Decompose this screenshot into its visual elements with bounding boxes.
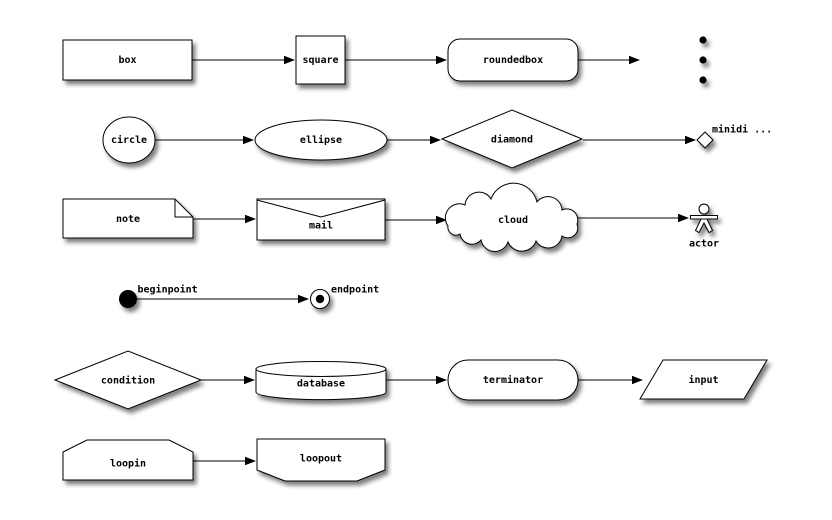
node-square: square — [295, 35, 346, 85]
node-circle: circle — [102, 116, 156, 164]
node-database: database — [255, 361, 387, 401]
node-mail-label: mail — [309, 220, 333, 232]
edge-note-mail — [193, 214, 256, 224]
node-box-label: box — [118, 55, 136, 66]
node-dots — [699, 36, 707, 84]
edge-square-roundedbox — [345, 55, 447, 65]
node-loopout: loopout — [256, 438, 386, 482]
node-endpoint-label: endpoint — [331, 284, 379, 296]
node-terminator: terminator — [447, 359, 579, 401]
edge-box-square — [192, 55, 295, 65]
edge-loopin-loopout — [193, 456, 256, 466]
edge-terminator-input — [578, 375, 643, 385]
edge-circle-ellipse — [155, 135, 254, 145]
edge-ellipse-diamond — [387, 135, 441, 145]
node-roundedbox-label: roundedbox — [483, 55, 543, 66]
node-note-label: note — [116, 214, 140, 225]
node-loopout-label: loopout — [300, 454, 342, 465]
node-database-label: database — [297, 379, 345, 390]
node-roundedbox: roundedbox — [447, 38, 579, 82]
node-input-label: input — [688, 374, 718, 386]
node-beginpoint-label: beginpoint — [138, 284, 198, 296]
node-actor-label: actor — [689, 239, 719, 250]
node-mail: mail — [256, 198, 386, 241]
edge-beginpoint-endpoint — [137, 294, 309, 304]
node-loopin-label: loopin — [110, 458, 146, 470]
node-actor: actor — [689, 203, 719, 250]
edge-roundedbox-dots — [578, 55, 640, 65]
edge-mail-cloud — [385, 215, 447, 225]
edge-cloud-actor — [578, 213, 689, 223]
node-note: note — [62, 198, 194, 239]
node-minidiamond-label: minidi ... — [712, 124, 772, 136]
node-condition-label: condition — [101, 375, 155, 387]
edge-diamond-minidiamond — [583, 135, 696, 145]
node-minidiamond: minidi ... — [696, 124, 772, 149]
node-circle-label: circle — [111, 134, 147, 146]
node-endpoint: endpoint — [310, 284, 379, 309]
node-ellipse-label: ellipse — [300, 134, 342, 146]
edge-condition-database — [201, 375, 255, 385]
node-loopin: loopin — [62, 439, 194, 481]
node-condition: condition — [53, 350, 203, 410]
node-diamond-label: diamond — [491, 134, 533, 146]
node-cloud-label: cloud — [498, 215, 528, 226]
node-square-label: square — [302, 55, 338, 66]
node-terminator-label: terminator — [483, 374, 543, 386]
node-ellipse: ellipse — [254, 119, 388, 161]
node-cloud: cloud — [444, 182, 579, 252]
node-diamond: diamond — [440, 109, 584, 169]
edge-database-terminator — [386, 375, 447, 385]
node-input: input — [639, 359, 768, 400]
node-beginpoint: beginpoint — [119, 284, 198, 308]
node-box: box — [62, 39, 193, 81]
